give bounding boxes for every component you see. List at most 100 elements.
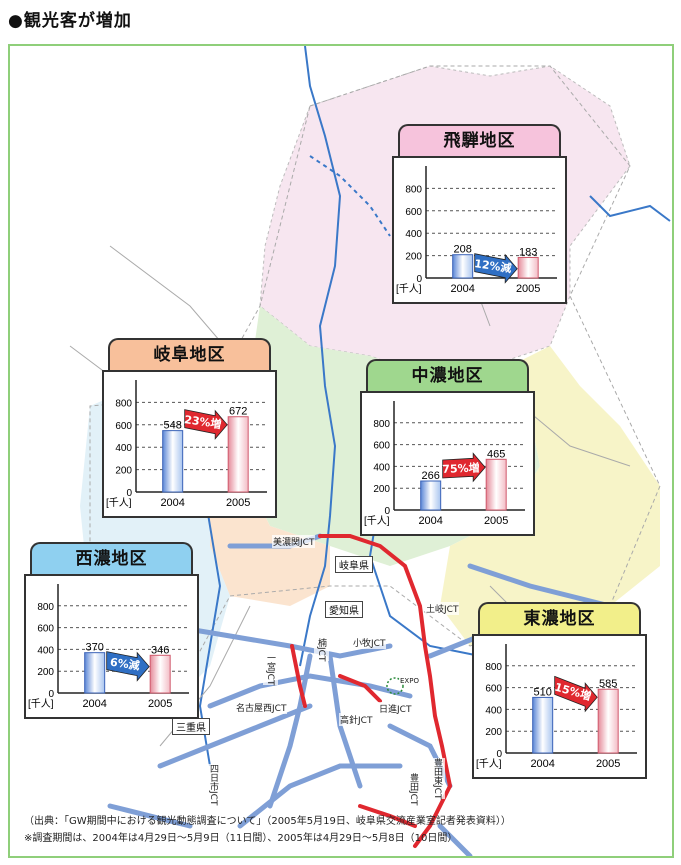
nisshin-jct-label: 日進JCT: [378, 702, 413, 715]
bar-value-label: 548: [164, 420, 182, 432]
nagoya-nishi-jct-label: 名古屋西JCT: [235, 701, 288, 714]
x-category-label: 2005: [226, 497, 250, 509]
change-label: 75%増: [442, 460, 480, 475]
bar-value-label: 208: [454, 244, 472, 256]
y-tick-label: 600: [485, 684, 502, 695]
chart-gifu: 0 200 400 600 800 [千人] 548 2004 672 2005 23%増: [102, 370, 277, 518]
panel-head-seino: 西濃地区: [30, 542, 193, 574]
bar-2004: [162, 430, 184, 493]
bar-value-label: 672: [229, 406, 247, 418]
y-tick-label: 400: [405, 229, 422, 240]
page-title: ●観光客が増加: [8, 11, 132, 31]
toki-jct-label: 土岐JCT: [425, 602, 460, 615]
y-tick-label: 800: [373, 419, 390, 430]
panel-head-tono: 東濃地区: [478, 602, 641, 634]
change-label: 6%減: [109, 655, 140, 673]
y-tick-label: 400: [37, 645, 54, 656]
y-tick-label: 400: [373, 462, 390, 473]
bar-value-label: 266: [422, 470, 440, 482]
bar-2004: [532, 696, 554, 754]
y-tick-label: 200: [115, 466, 132, 477]
komaki-jct-label: 小牧JCT: [352, 636, 387, 649]
y-tick-label: 800: [485, 662, 502, 673]
bar-value-label: 465: [487, 448, 505, 460]
chart-chuno: 0 200 400 600 800 [千人] 266 2004 465 2005 75%増: [360, 391, 535, 536]
y-tick-label: 200: [373, 484, 390, 495]
expo-site-marker: [386, 677, 404, 695]
bar-2004: [420, 480, 442, 511]
y-tick-label: 400: [485, 705, 502, 716]
x-category-label: 2004: [160, 497, 184, 509]
x-category-label: 2004: [418, 515, 442, 527]
toyota-jct-label: 豊田JCT: [406, 773, 421, 806]
panel-head-gifu: 岐阜地区: [108, 338, 271, 370]
y-tick-label: 400: [115, 443, 132, 454]
y-tick-label: 600: [405, 207, 422, 218]
y-tick-label: 800: [115, 398, 132, 409]
period-footnote: ※調査期間は、2004年は4月29日～5月9日（11日間）、2005年は4月29…: [24, 833, 458, 844]
bar-2005: [597, 688, 619, 754]
minokamo-jct-label: 美濃関JCT: [272, 535, 316, 548]
y-unit-label: [千人]: [396, 283, 422, 295]
river-5: [309, 155, 391, 237]
change-label: 12%減: [473, 256, 512, 275]
gifu-prefecture-label: 岐阜県: [335, 556, 373, 573]
y-tick-label: 600: [115, 421, 132, 432]
bar-2005: [517, 257, 539, 279]
y-tick-label: 600: [37, 624, 54, 635]
y-unit-label: [千人]: [106, 497, 132, 509]
chart-svg: 0 200 400 600 800 [千人] 266 2004 465 2005 75%増: [364, 401, 525, 527]
x-category-label: 2004: [450, 283, 474, 295]
panel-head-hida: 飛騨地区: [398, 124, 561, 156]
river-4: [589, 195, 671, 222]
y-tick-label: 600: [373, 441, 390, 452]
bar-2005: [227, 416, 249, 493]
bar-value-label: 510: [534, 686, 552, 698]
kusunoki-jct-label: 楠JCT: [314, 638, 329, 662]
y-tick-label: 0: [48, 689, 54, 700]
y-unit-label: [千人]: [364, 515, 390, 527]
x-category-label: 2005: [516, 283, 540, 295]
chart-svg: 0 200 400 600 800 [千人] 548 2004 672 2005 23%増: [106, 380, 267, 509]
y-tick-label: 200: [405, 252, 422, 263]
y-tick-label: 0: [496, 749, 502, 760]
x-category-label: 2005: [484, 515, 508, 527]
x-category-label: 2005: [148, 698, 172, 710]
y-tick-label: 200: [485, 727, 502, 738]
bar-2004: [84, 652, 106, 694]
map-frame: 岐阜県 愛知県 三重県 美濃関JCT 土岐JCT 小牧JCT 一宮JCT 楠JC…: [8, 44, 674, 858]
x-category-label: 2004: [530, 758, 554, 770]
toyota-higashi-jct-label: 豊田東JCT: [430, 758, 445, 800]
increase-arrow: [554, 675, 598, 713]
aichi-prefecture-label: 愛知県: [325, 601, 363, 618]
region-tono: [440, 346, 660, 646]
bar-value-label: 183: [519, 247, 537, 259]
y-tick-label: 800: [405, 184, 422, 195]
bar-value-label: 585: [599, 678, 617, 690]
y-tick-label: 200: [37, 667, 54, 678]
y-unit-label: [千人]: [28, 698, 54, 710]
decrease-arrow: [106, 651, 150, 682]
y-tick-label: 0: [384, 506, 390, 517]
source-footnote: （出典：「GW期間中における観光動態調査について」（2005年5月19日、岐阜県…: [24, 816, 511, 827]
decrease-arrow: [474, 253, 518, 284]
x-category-label: 2005: [596, 758, 620, 770]
bar-2004: [452, 254, 474, 279]
yokkaichi-jct-label: 四日市JCT: [206, 764, 221, 806]
mie-prefecture-label: 三重県: [172, 718, 210, 735]
y-tick-label: 0: [126, 488, 132, 499]
x-category-label: 2004: [82, 698, 106, 710]
bar-2005: [485, 458, 507, 511]
increase-arrow: [442, 452, 486, 483]
expo-label: EXPO: [399, 677, 420, 685]
change-label: 23%増: [183, 412, 222, 431]
y-tick-label: 800: [37, 602, 54, 613]
bar-2005: [149, 654, 171, 694]
bar-value-label: 370: [86, 642, 104, 654]
